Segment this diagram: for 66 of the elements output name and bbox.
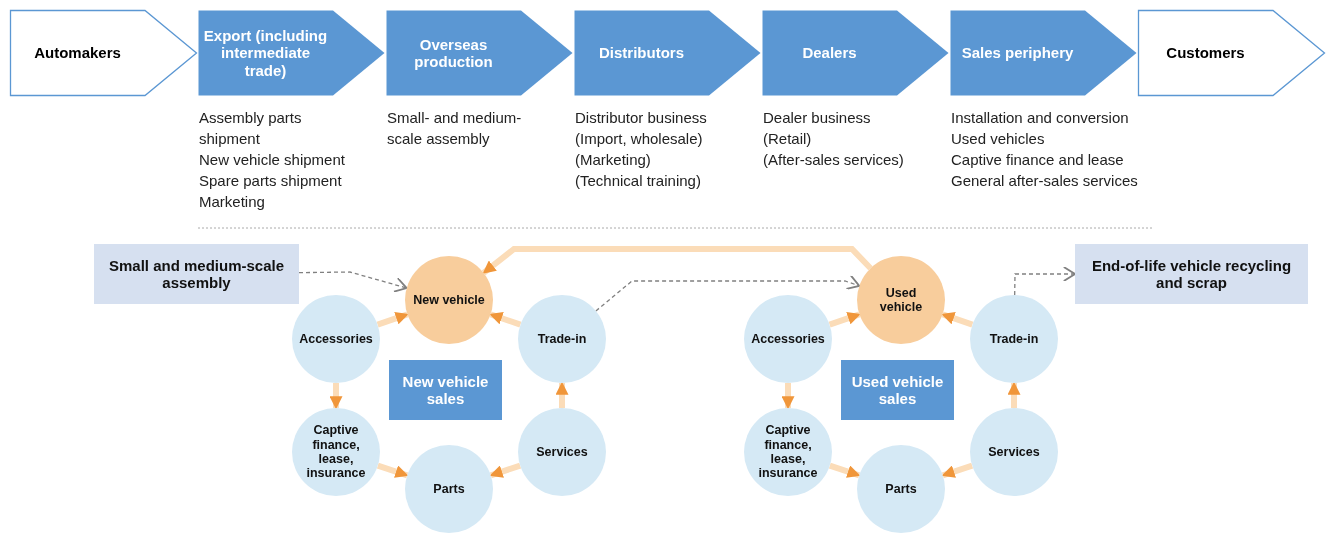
stage-label: Export (including intermediate trade) bbox=[203, 27, 328, 79]
category-box bbox=[841, 360, 954, 420]
flow-arrow bbox=[941, 311, 974, 328]
description-text: Distributor business bbox=[575, 108, 708, 128]
process-box bbox=[1075, 244, 1308, 304]
stage-banner bbox=[574, 10, 761, 96]
dashed-arrow bbox=[1014, 266, 1076, 296]
description-text: (Retail) bbox=[763, 129, 813, 149]
description-text: Marketing bbox=[199, 192, 266, 212]
stage-banner bbox=[950, 10, 1137, 96]
stage-banner bbox=[198, 10, 385, 96]
node-label: Trade-in bbox=[537, 331, 587, 347]
node-label: Captive finance, lease, insurance bbox=[757, 423, 819, 481]
description-text: New vehicle shipment bbox=[199, 150, 346, 170]
description-text: (Import, wholesale) bbox=[575, 129, 704, 149]
flow-arrow bbox=[489, 462, 522, 479]
node-label: Used vehicle sales bbox=[850, 372, 945, 408]
description-text: (Marketing) bbox=[575, 150, 652, 170]
flow-arrow bbox=[941, 462, 974, 479]
node-label: New vehicle sales bbox=[401, 372, 490, 408]
node-label: Accessories bbox=[751, 331, 825, 347]
node-label: Trade-in bbox=[989, 331, 1039, 347]
process-box bbox=[94, 244, 299, 304]
stage-banner bbox=[10, 10, 197, 96]
flow-arrow bbox=[329, 383, 343, 410]
node-label: Used vehicle bbox=[878, 285, 924, 315]
node-label: Small and medium-scale assembly bbox=[107, 256, 286, 292]
description-text: Dealer business bbox=[763, 108, 872, 128]
stage-banner bbox=[386, 10, 573, 96]
stage-label: Distributors bbox=[599, 44, 684, 62]
flow-arrow bbox=[828, 311, 861, 328]
flow-arrow bbox=[828, 462, 861, 479]
description-text: (Technical training) bbox=[575, 171, 702, 191]
stage-label: Customers bbox=[1166, 44, 1245, 62]
flow-arrow bbox=[781, 383, 795, 410]
description-text: Spare parts shipment bbox=[199, 171, 343, 191]
flow-arrow bbox=[555, 381, 569, 408]
flow-arrow bbox=[489, 311, 522, 328]
node-label: Parts bbox=[885, 481, 917, 497]
flow-arrow bbox=[1007, 381, 1021, 408]
description-text: Used vehicles bbox=[951, 129, 1046, 149]
category-box bbox=[389, 360, 502, 420]
stage-label: Dealers bbox=[802, 44, 857, 62]
stage-banner bbox=[762, 10, 949, 96]
node-label: Accessories bbox=[299, 331, 373, 347]
node-label: Parts bbox=[433, 481, 465, 497]
description-text: (After-sales services) bbox=[763, 150, 905, 170]
description-text: Assembly parts shipment bbox=[199, 108, 303, 149]
node-label: Services bbox=[988, 444, 1040, 460]
node-label: End-of-life vehicle recycling and scrap bbox=[1090, 256, 1293, 292]
description-text: Captive finance and lease bbox=[951, 150, 1125, 170]
description-text: Small- and medium-scale assembly bbox=[387, 108, 523, 149]
node-label: Captive finance, lease, insurance bbox=[305, 423, 367, 481]
dashed-arrow bbox=[595, 274, 861, 312]
stage-label: Sales periphery bbox=[961, 44, 1074, 62]
description-text: Installation and conversion bbox=[951, 108, 1130, 128]
node-label: New vehicle bbox=[413, 292, 485, 308]
stage-banner bbox=[1138, 10, 1325, 96]
stage-label: Automakers bbox=[34, 44, 121, 62]
dashed-arrow bbox=[298, 271, 408, 293]
flow-arrow bbox=[376, 462, 409, 479]
description-text: General after-sales services bbox=[951, 171, 1138, 191]
flow-arrow bbox=[376, 311, 409, 328]
stage-label: Overseas production bbox=[413, 35, 494, 71]
node-label: Services bbox=[536, 444, 588, 460]
flow-arrow bbox=[481, 246, 873, 276]
